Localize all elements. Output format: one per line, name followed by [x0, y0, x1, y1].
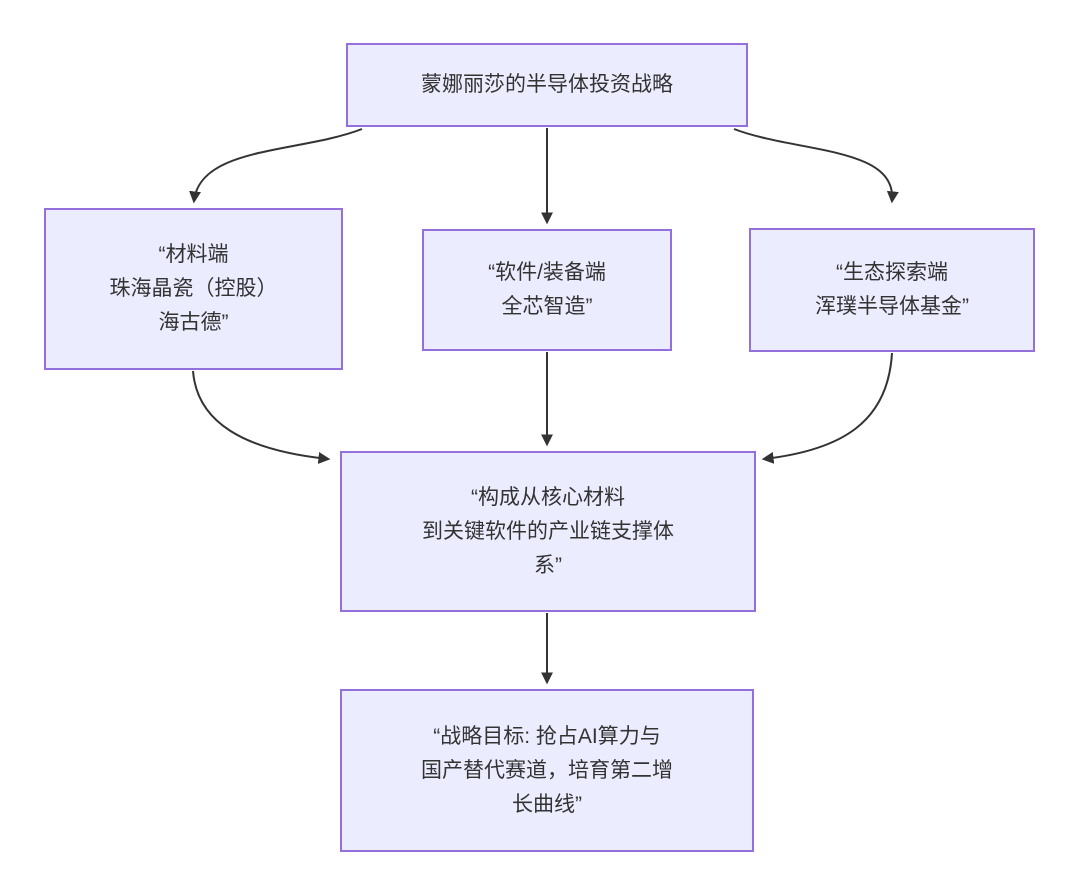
node-ecosystem: “生态探索端 浑璞半导体基金” — [749, 228, 1035, 352]
node-strategic-goal: “战略目标: 抢占AI算力与 国产替代赛道，培育第二增 长曲线” — [340, 689, 754, 852]
node-software-equipment-label: “软件/装备端 全芯智造” — [488, 261, 606, 318]
edge-strategy-to-ecosystem — [733, 128, 899, 204]
node-materials: “材料端 珠海晶瓷（控股） 海古德” — [44, 208, 343, 370]
node-strategy: 蒙娜丽莎的半导体投资战略 — [346, 43, 748, 127]
edge-ecosystem-to-chain — [761, 352, 893, 464]
node-strategy-label: 蒙娜丽莎的半导体投资战略 — [421, 73, 673, 96]
node-industry-chain-label: “构成从核心材料 到关键软件的产业链支撑体 系” — [422, 485, 674, 577]
edge-materials-to-chain — [192, 370, 331, 464]
node-materials-label: “材料端 珠海晶瓷（控股） 海古德” — [109, 243, 278, 334]
edge-strategy-to-materials — [189, 128, 363, 204]
node-strategic-goal-label: “战略目标: 抢占AI算力与 国产替代赛道，培育第二增 长曲线” — [421, 724, 673, 816]
node-software-equipment: “软件/装备端 全芯智造” — [422, 229, 672, 351]
node-industry-chain: “构成从核心材料 到关键软件的产业链支撑体 系” — [340, 451, 756, 612]
node-ecosystem-label: “生态探索端 浑璞半导体基金” — [815, 261, 969, 318]
